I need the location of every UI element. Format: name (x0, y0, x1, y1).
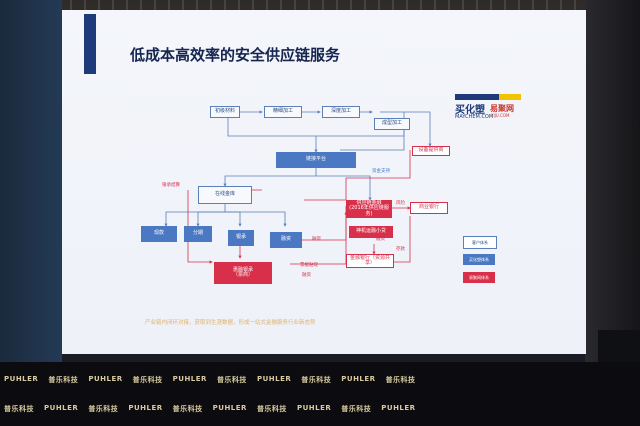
sponsor-logo: PUHLER (44, 403, 79, 412)
sponsor-logo: 普乐科技 (132, 375, 163, 384)
node-raw-material: 初级材料 (210, 106, 240, 118)
sponsor-logo: PUHLER (128, 403, 163, 412)
node-online-warehouse: 在线金库 (198, 186, 252, 204)
sponsor-row-2: 普乐科技 PUHLER 普乐科技 PUHLER 普乐科技 PUHLER 普乐科技… (0, 404, 640, 414)
node-product-price: 现款 (141, 226, 177, 242)
sponsor-logo: PUHLER (256, 374, 292, 383)
sponsor-logo: 普乐科技 (385, 375, 416, 384)
node-installment: 分期 (184, 226, 212, 242)
title-accent-bar (84, 14, 96, 74)
sponsor-logo: PUHLER (341, 374, 376, 383)
label-risk-control: 风险 (396, 201, 405, 206)
sponsor-logo: PUHLER (296, 403, 332, 412)
node-guarantee: 金融银行（资源共享） (346, 254, 394, 268)
sponsor-logo: PUHLER (172, 374, 207, 383)
slide-title: 低成本高效率的安全供应链服务 (130, 46, 341, 64)
node-lease-finance: 神机运融小贷 (349, 226, 393, 238)
label-bill-settlement: 银承结算 (162, 183, 180, 188)
node-financing: 融资 (270, 232, 302, 248)
label-financing-bottom: 融资 (302, 273, 311, 278)
legend-maychem-system: 买化塑体系 (463, 254, 495, 265)
sponsor-logo: PUHLER (88, 374, 123, 383)
label-deposit: 存款 (396, 247, 405, 252)
sponsor-logo: 普乐科技 (172, 404, 203, 413)
logo-subtext: MAYCHEM.COM (455, 114, 494, 120)
label-financing-left: 融资 (312, 237, 321, 242)
legend-customer-system: 客户体系 (463, 236, 497, 249)
sponsor-logo: 普乐科技 (216, 375, 247, 384)
sponsor-logo: 普乐科技 (301, 375, 332, 384)
sponsor-logo: PUHLER (381, 403, 416, 412)
partner-logo-text: 易聚网 (490, 104, 514, 113)
label-financing-right: 融资 (376, 237, 385, 242)
legend-yiju-system: 易聚网体系 (463, 272, 495, 283)
stage-floor (0, 362, 640, 426)
sponsor-logo: PUHLER (4, 374, 39, 383)
sponsor-logo: PUHLER (212, 403, 247, 412)
slide-footnote: 产业链内闭环对接，获取到生涯数据，形成一站式金融服务行业新态势 (145, 320, 316, 326)
sponsor-logo: 普乐科技 (4, 404, 34, 413)
node-commercial-bank: 商业银行 (410, 202, 448, 214)
sponsor-strip: PUHLER 普乐科技 PUHLER 普乐科技 PUHLER 普乐科技 PUHL… (0, 362, 640, 426)
logo-text: 买化塑 (455, 105, 485, 116)
logo-bar-accent (499, 94, 521, 100)
sponsor-logo: 普乐科技 (341, 404, 372, 413)
sponsor-row-1: PUHLER 普乐科技 PUHLER 普乐科技 PUHLER 普乐科技 PUHL… (0, 375, 640, 385)
left-screen-wall (0, 0, 62, 426)
sponsor-logo: 普乐科技 (48, 375, 79, 384)
node-supply-chain-finance: 供应链金融 (2016年供应链服务) (346, 200, 392, 218)
node-trading-platform: 链接平台 (276, 152, 356, 168)
sponsor-logo: 普乐科技 (256, 404, 287, 413)
label-bill-discount: 票据贴现 (300, 263, 318, 268)
node-credit-bill: 惠融银承 （票商） (214, 262, 272, 284)
node-finished-processing: 成型加工 (374, 118, 410, 130)
partner-logo-subtext: YIJU.COM (491, 113, 510, 118)
node-bill: 银承 (228, 230, 254, 246)
label-credit-support: 资金支持 (372, 169, 390, 174)
node-equipment-supplier: 设备提供商 (412, 146, 450, 156)
node-deep-processing: 深度加工 (322, 106, 360, 118)
sponsor-logo: 普乐科技 (88, 404, 119, 413)
node-refined-processing: 精细加工 (264, 106, 302, 118)
company-logo: 买化塑 MAYCHEM.COM 易聚网 YIJU.COM (455, 94, 521, 124)
logo-bar (455, 94, 521, 100)
